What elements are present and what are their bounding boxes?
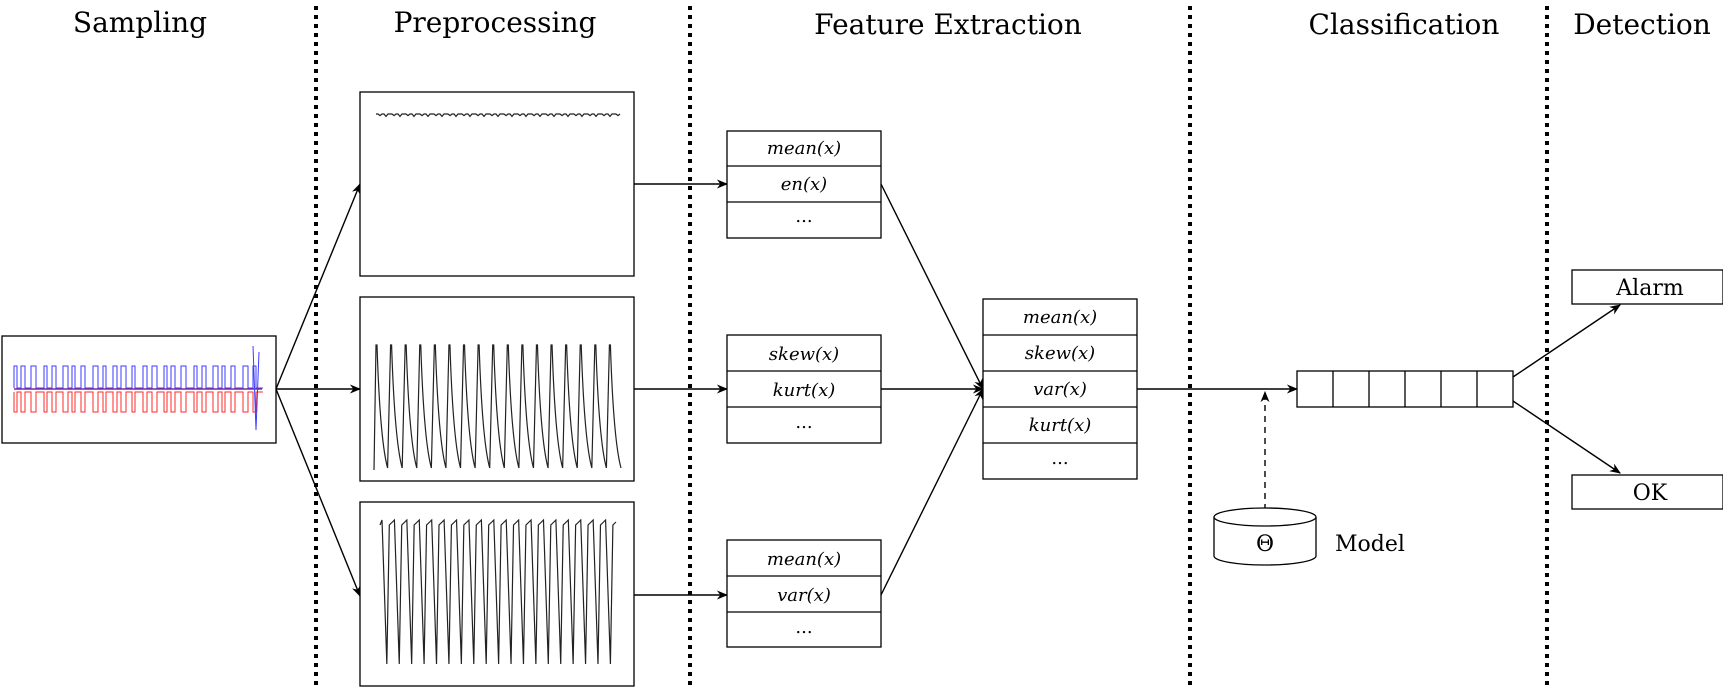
stage-title-detection: Detection (1573, 8, 1711, 41)
combined-feature-label: skew(x) (1025, 343, 1095, 364)
preprocessed-signal-box-2 (359, 296, 635, 482)
arrow-features3-to-combined (880, 387, 984, 596)
feature-label: skew(x) (769, 344, 839, 365)
raw-signal-plot (13, 345, 263, 431)
raw-signal-red-trace (13, 391, 263, 413)
stage-title-classification: Classification (1309, 8, 1500, 41)
ok-label: OK (1633, 481, 1668, 506)
preprocessed-signal-plot-1 (376, 113, 621, 118)
stage-title-feature-extraction: Feature Extraction (814, 8, 1082, 41)
decay-spike-trace (373, 344, 622, 471)
raw-signal-blue-trace (13, 365, 263, 389)
preprocessed-signal-plot-2 (373, 344, 622, 471)
combined-feature-label: mean(x) (1023, 307, 1097, 328)
alarm-label: Alarm (1615, 276, 1684, 301)
model-label: Model (1335, 532, 1405, 557)
feature-label: en(x) (781, 174, 827, 195)
feature-ellipsis: ... (795, 412, 812, 433)
feature-ellipsis: ... (795, 617, 812, 638)
combined-feature-vector: mean(x) skew(x) var(x) kurt(x) ... (982, 298, 1138, 480)
combined-feature-label: var(x) (1033, 379, 1087, 400)
arrow-features1-to-combined (880, 183, 984, 391)
feature-label: var(x) (777, 585, 831, 606)
arrow-classifier-to-ok (1512, 400, 1621, 474)
feature-label: mean(x) (767, 549, 841, 570)
combined-feature-label: kurt(x) (1029, 415, 1092, 436)
ok-box (1571, 474, 1723, 510)
stage-title-sampling: Sampling (73, 6, 207, 39)
feature-label: kurt(x) (773, 380, 836, 401)
arrow-raw-to-pre3 (275, 388, 361, 598)
arrow-classifier-to-alarm (1512, 304, 1621, 378)
oscillation-trace (379, 518, 617, 665)
combined-feature-ellipsis: ... (1051, 448, 1068, 469)
feature-group-3: mean(x) var(x) ... (726, 539, 882, 648)
model-symbol: Θ (1256, 532, 1274, 557)
preprocessed-signal-plot-3 (379, 518, 617, 665)
preprocessed-signal-box-1 (359, 91, 635, 277)
alarm-box (1571, 269, 1723, 305)
feature-label: mean(x) (767, 138, 841, 159)
arrow-raw-to-pre1 (275, 182, 361, 390)
feature-group-2: skew(x) kurt(x) ... (726, 334, 882, 444)
feature-ellipsis: ... (795, 206, 812, 227)
flat-noise-trace (376, 113, 621, 118)
feature-group-1: mean(x) en(x) ... (726, 130, 882, 239)
classifier-vector (1296, 370, 1514, 408)
stage-title-preprocessing: Preprocessing (394, 6, 597, 39)
model-cylinder: Θ (1213, 507, 1317, 566)
raw-signal-spike (252, 345, 260, 431)
